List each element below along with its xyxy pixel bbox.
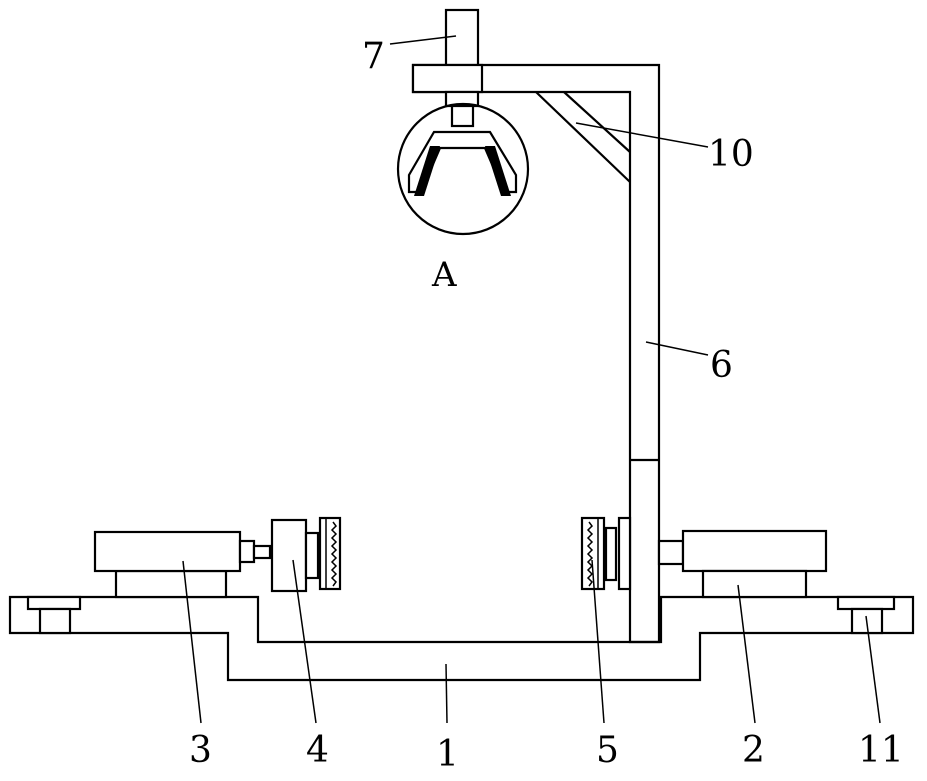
brace [535,91,631,183]
label-10: 10 [708,134,754,175]
top-fitting [411,8,484,108]
label-a: A [431,255,457,295]
right-motor [657,529,828,599]
leader-lines [182,35,881,724]
left-coupling [270,518,320,593]
label-2: 2 [742,730,765,771]
left-motor [93,530,272,599]
right-foot [836,595,896,635]
gripper-pad-right [485,146,511,196]
base-plate [8,595,915,682]
label-11: 11 [858,730,904,771]
detail-circle-a [396,102,530,236]
label-5: 5 [596,730,619,771]
gripper-pad-left [414,146,440,196]
right-clamp-pad [580,516,606,591]
label-1: 1 [436,734,459,775]
label-4: 4 [306,730,329,771]
left-clamp-pad [318,516,342,591]
right-clamp-bracket [604,516,632,591]
label-6: 6 [710,345,733,386]
label-3: 3 [189,730,212,771]
left-foot [26,595,82,635]
label-7: 7 [362,36,385,77]
